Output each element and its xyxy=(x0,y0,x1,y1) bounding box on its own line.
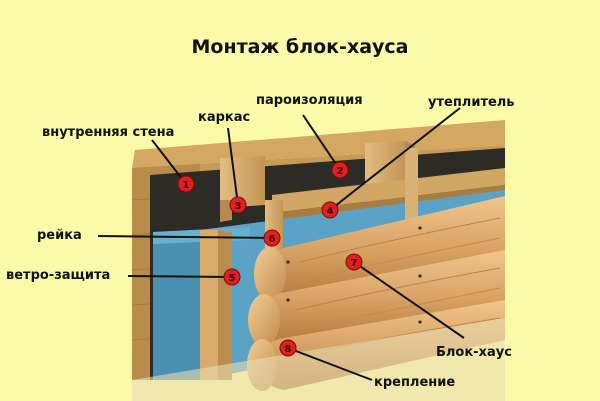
marker-4 xyxy=(321,201,339,219)
marker-1 xyxy=(177,175,195,193)
marker-5 xyxy=(223,268,241,286)
marker-8-number: 8 xyxy=(285,344,292,355)
marker-6 xyxy=(263,229,281,247)
leader-wind-barrier xyxy=(127,275,233,278)
marker-5-number: 5 xyxy=(229,273,236,284)
label-block-house: Блок-хаус xyxy=(436,345,512,360)
marker-4-number: 4 xyxy=(327,206,334,217)
marker-6-number: 6 xyxy=(269,234,276,245)
marker-3 xyxy=(229,196,247,214)
label-batten: рейка xyxy=(37,228,82,243)
marker-8 xyxy=(279,339,297,357)
leader-frame xyxy=(227,127,239,206)
marker-7 xyxy=(345,253,363,271)
label-insulation: утеплитель xyxy=(428,95,515,110)
markers: 1 2 3 4 5 6 7 8 xyxy=(177,161,363,357)
leader-inner-wall xyxy=(151,139,187,185)
battens xyxy=(200,148,418,380)
label-vapor-barrier: пароизоляция xyxy=(256,93,363,108)
marker-1-number: 1 xyxy=(183,180,190,191)
marker-3-number: 3 xyxy=(235,201,242,212)
leader-block-house xyxy=(353,261,465,339)
marker-7-number: 7 xyxy=(351,258,358,269)
leader-insulation xyxy=(329,107,461,211)
label-frame: каркас xyxy=(198,110,251,125)
marker-2-number: 2 xyxy=(337,166,344,177)
leader-fastening xyxy=(287,347,373,381)
label-wind-barrier: ветро-защита xyxy=(6,268,111,283)
diagram-title: Монтаж блок-хауса xyxy=(191,36,409,58)
label-fastening: крепление xyxy=(374,375,456,390)
label-inner-wall: внутренняя стена xyxy=(42,125,175,140)
leader-batten xyxy=(97,235,273,239)
leader-lines xyxy=(97,107,465,381)
marker-2 xyxy=(331,161,349,179)
leader-vapor-barrier xyxy=(302,114,341,171)
